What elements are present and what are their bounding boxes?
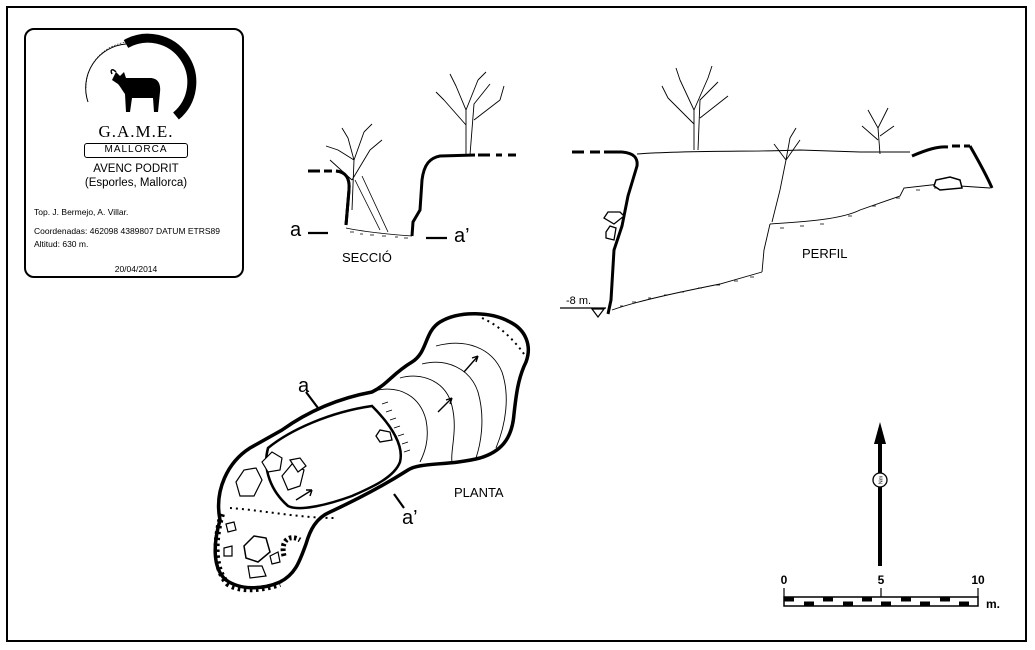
section-title: SECCIÓ [342,250,392,265]
org-name: G.A.M.E. [98,122,174,141]
tree-icon [771,127,801,223]
tree-icon [661,65,729,151]
north-label: Nm [879,475,885,484]
plan-title: PLANTA [454,485,504,500]
cave-name: AVENC PODRIT [93,163,179,175]
profile-title: PERFIL [802,246,848,261]
scale-bar [783,588,979,607]
tree-icon [325,123,383,211]
tree-icon [435,71,505,156]
cave-location: (Esporles, Mallorca) [84,177,188,189]
depth-label: -8 m. [566,295,591,307]
plan-cut-end-label: a’ [402,507,418,529]
plan-view [213,312,531,593]
section-cut-end-label: a’ [454,225,470,247]
goat-icon [110,69,161,112]
scale-tick-5: 5 [878,573,885,587]
title-block: G.A.M.E. MALLORCA AVENC PODRIT (Esporles… [24,28,244,278]
plan-cut-start-label: a [298,375,310,397]
org-place: MALLORCA [104,144,168,155]
profile-view [560,65,994,318]
game-logo [85,33,197,120]
altitude: Altitud: 630 m. [34,239,89,249]
scale-unit: m. [986,597,1000,611]
survey-date: 20/04/2014 [114,264,158,274]
topographers: Top. J. Bermejo, A. Villar. [34,207,129,217]
tree-icon [861,107,895,155]
north-arrow [872,422,888,566]
scale-tick-10: 10 [971,573,985,587]
scale-tick-0: 0 [781,573,788,587]
section-cut-start-label: a [290,219,302,241]
coordinates: Coordenadas: 462098 4389807 DATUM ETRS89 [34,226,221,236]
section-view [308,71,516,240]
